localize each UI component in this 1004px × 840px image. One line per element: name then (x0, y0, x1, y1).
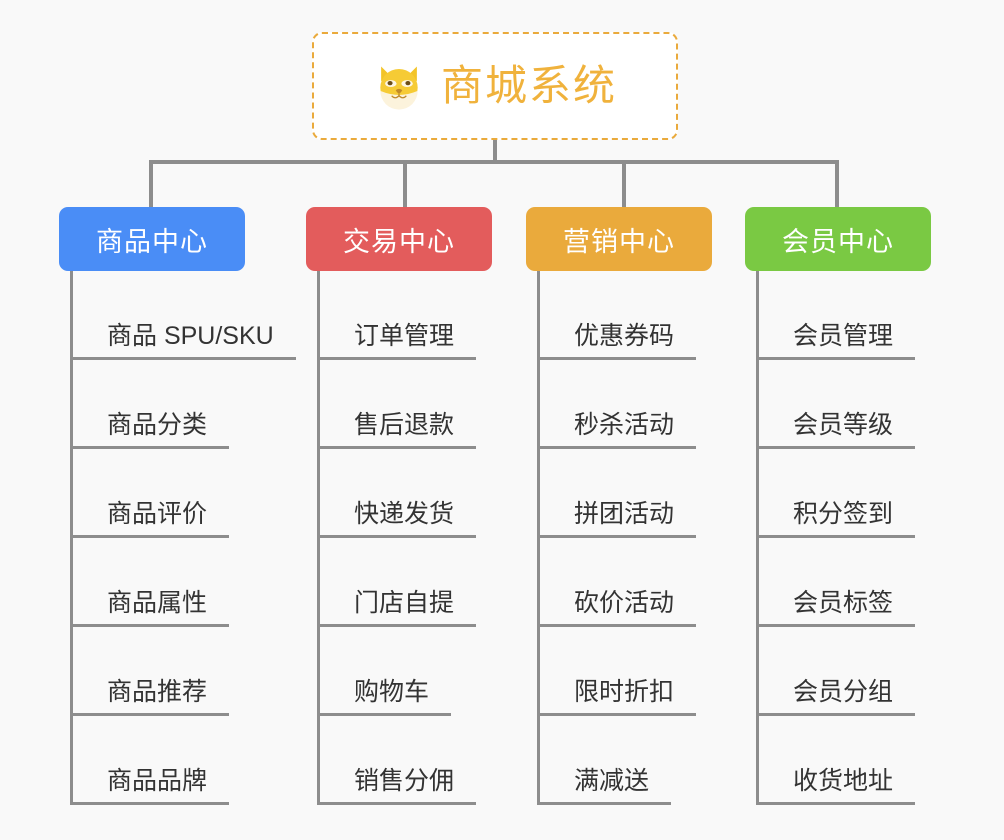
category-node-4[interactable]: 会员中心 (745, 207, 931, 271)
branch-column-1: 商品中心 商品 SPU/SKU 商品分类 商品评价 商品属性 商品推荐 商品品牌 (59, 207, 296, 805)
leaf-label: 秒杀活动 (540, 411, 697, 449)
leaf-list-3: 优惠券码 秒杀活动 拼团活动 砍价活动 限时折扣 满减送 (537, 271, 712, 805)
branch-column-3: 营销中心 优惠券码 秒杀活动 拼团活动 砍价活动 限时折扣 满减送 (526, 207, 712, 805)
list-item[interactable]: 秒杀活动 (540, 360, 712, 449)
list-item[interactable]: 订单管理 (320, 271, 492, 360)
branch-column-2: 交易中心 订单管理 售后退款 快递发货 门店自提 购物车 销售分佣 (306, 207, 492, 805)
leaf-label: 门店自提 (320, 589, 477, 627)
list-item[interactable]: 销售分佣 (320, 716, 492, 805)
leaf-label: 砍价活动 (540, 589, 697, 627)
list-item[interactable]: 限时折扣 (540, 627, 712, 716)
category-label-3: 营销中心 (563, 226, 675, 257)
connector-drop-1 (149, 160, 153, 207)
category-label-1: 商品中心 (96, 226, 208, 257)
leaf-label: 销售分佣 (320, 767, 477, 805)
list-item[interactable]: 收货地址 (759, 716, 931, 805)
leaf-label: 商品 SPU/SKU (73, 322, 296, 360)
leaf-label: 商品推荐 (73, 678, 230, 716)
list-item[interactable]: 会员分组 (759, 627, 931, 716)
list-item[interactable]: 商品 SPU/SKU (73, 271, 296, 360)
list-item[interactable]: 商品分类 (73, 360, 296, 449)
leaf-list-4: 会员管理 会员等级 积分签到 会员标签 会员分组 收货地址 (756, 271, 931, 805)
branch-column-4: 会员中心 会员管理 会员等级 积分签到 会员标签 会员分组 收货地址 (745, 207, 931, 805)
root-title: 商城系统 (440, 62, 617, 109)
list-item[interactable]: 门店自提 (320, 538, 492, 627)
leaf-label: 商品属性 (73, 589, 230, 627)
list-item[interactable]: 快递发货 (320, 449, 492, 538)
list-item[interactable]: 商品推荐 (73, 627, 296, 716)
leaf-label: 会员标签 (759, 589, 916, 627)
category-label-2: 交易中心 (343, 226, 455, 257)
leaf-label: 会员管理 (759, 322, 916, 360)
list-item[interactable]: 砍价活动 (540, 538, 712, 627)
leaf-label: 商品分类 (73, 411, 230, 449)
leaf-label: 收货地址 (759, 767, 916, 805)
leaf-label: 优惠券码 (540, 322, 697, 360)
category-node-3[interactable]: 营销中心 (526, 207, 712, 271)
list-item[interactable]: 会员标签 (759, 538, 931, 627)
list-item[interactable]: 积分签到 (759, 449, 931, 538)
leaf-label: 商品评价 (73, 500, 230, 538)
list-item[interactable]: 优惠券码 (540, 271, 712, 360)
list-item[interactable]: 购物车 (320, 627, 492, 716)
list-item[interactable]: 售后退款 (320, 360, 492, 449)
leaf-label: 订单管理 (320, 322, 477, 360)
connector-drop-2 (403, 160, 407, 207)
leaf-label: 会员等级 (759, 411, 916, 449)
list-item[interactable]: 会员等级 (759, 360, 931, 449)
list-item[interactable]: 商品属性 (73, 538, 296, 627)
connector-drop-4 (835, 160, 839, 207)
leaf-list-2: 订单管理 售后退款 快递发货 门店自提 购物车 销售分佣 (317, 271, 492, 805)
list-item[interactable]: 商品品牌 (73, 716, 296, 805)
list-item[interactable]: 拼团活动 (540, 449, 712, 538)
dog-face-icon (380, 66, 418, 110)
leaf-label: 购物车 (320, 678, 452, 716)
leaf-label: 拼团活动 (540, 500, 697, 538)
leaf-label: 售后退款 (320, 411, 477, 449)
connector-root-stem (493, 140, 497, 164)
connector-drop-3 (622, 160, 626, 207)
connector-horizontal-bar (149, 160, 839, 164)
leaf-list-1: 商品 SPU/SKU 商品分类 商品评价 商品属性 商品推荐 商品品牌 (70, 271, 296, 805)
category-node-1[interactable]: 商品中心 (59, 207, 245, 271)
category-label-4: 会员中心 (782, 226, 894, 257)
leaf-label: 积分签到 (759, 500, 916, 538)
leaf-label: 限时折扣 (540, 678, 697, 716)
list-item[interactable]: 满减送 (540, 716, 712, 805)
leaf-label: 会员分组 (759, 678, 916, 716)
list-item[interactable]: 商品评价 (73, 449, 296, 538)
category-node-2[interactable]: 交易中心 (306, 207, 492, 271)
leaf-label: 满减送 (540, 767, 672, 805)
leaf-label: 快递发货 (320, 500, 477, 538)
list-item[interactable]: 会员管理 (759, 271, 931, 360)
leaf-label: 商品品牌 (73, 767, 230, 805)
root-node[interactable]: 商城系统 (312, 32, 678, 140)
